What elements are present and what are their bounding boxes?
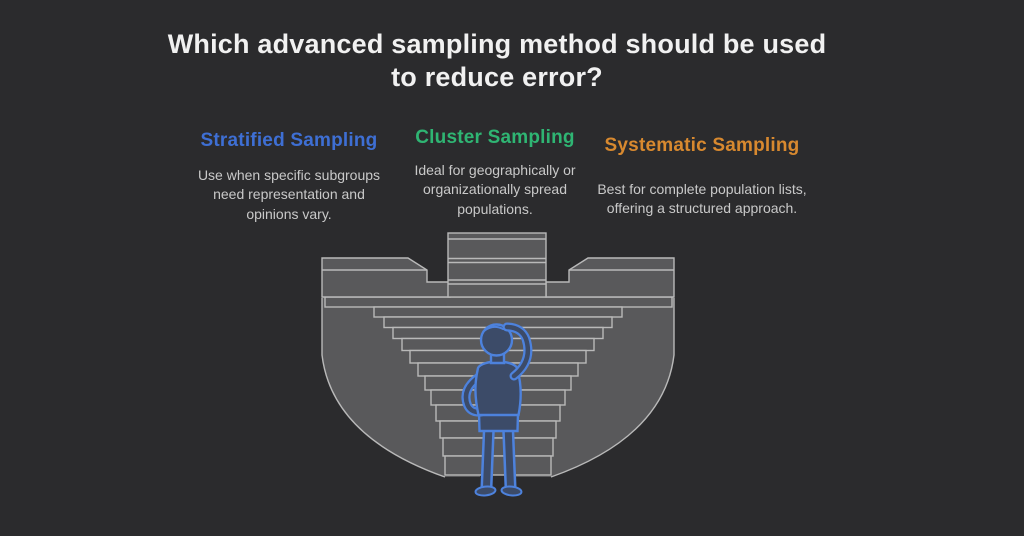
page-title: Which advanced sampling method should be… [167,29,827,92]
method-column-cluster: Cluster Sampling Ideal for geographicall… [395,127,595,219]
person-icon [461,322,533,497]
right-curve-edge [550,298,675,478]
systematic-sampling-description: Best for complete population lists, offe… [597,181,807,217]
stratified-sampling-description: Use when specific subgroups need represe… [197,167,381,222]
central-tower [447,232,547,298]
side-towers [321,257,675,298]
cluster-sampling-description: Ideal for geographically or organization… [414,162,576,217]
method-column-systematic: Systematic Sampling Best for complete po… [592,135,812,219]
stratified-sampling-heading: Stratified Sampling [200,130,378,151]
left-curve-edge [321,298,446,478]
cluster-sampling-heading: Cluster Sampling [415,127,575,148]
systematic-sampling-heading: Systematic Sampling [604,135,800,156]
stairs-illustration [321,232,675,497]
method-column-stratified: Stratified Sampling Use when specific su… [194,130,384,224]
